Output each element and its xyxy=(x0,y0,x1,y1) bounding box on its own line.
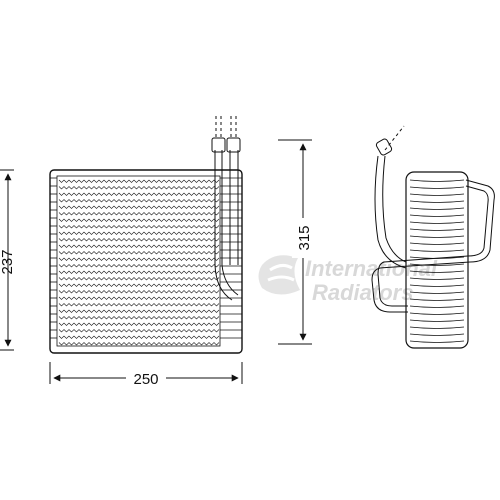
side-fin xyxy=(409,312,465,315)
fin-row xyxy=(58,290,220,294)
watermark-line-2: Radiators xyxy=(312,280,413,305)
side-fin xyxy=(409,291,465,294)
side-fin xyxy=(409,235,465,238)
fin-row xyxy=(58,335,220,339)
dimension-height-total-label: 315 xyxy=(296,225,313,250)
side-fin xyxy=(409,214,465,217)
fin-row xyxy=(58,296,220,300)
fin-row xyxy=(58,264,220,268)
side-fin xyxy=(409,340,465,343)
fin-row xyxy=(58,218,220,222)
fin-row xyxy=(58,316,220,320)
fin-row xyxy=(58,199,220,203)
fin-row xyxy=(58,205,220,209)
side-fin xyxy=(409,305,465,308)
side-fin xyxy=(409,277,465,280)
core-outline xyxy=(49,169,243,354)
dimension-height-left-label: 237 xyxy=(0,249,16,274)
side-view xyxy=(371,125,495,349)
side-fin xyxy=(409,326,465,329)
fin-row xyxy=(58,225,220,229)
inlet-pipes xyxy=(211,116,241,301)
fin-row xyxy=(58,277,220,281)
fin-row xyxy=(58,303,220,307)
side-pipes xyxy=(371,125,495,313)
front-view xyxy=(49,116,243,354)
core-fins xyxy=(58,179,220,346)
side-fin xyxy=(409,228,465,231)
side-fin xyxy=(409,249,465,252)
watermark-logo-icon xyxy=(258,255,300,295)
side-fin xyxy=(409,319,465,322)
side-fin xyxy=(409,221,465,224)
side-fin xyxy=(409,263,465,266)
side-core-fins xyxy=(409,179,465,343)
fin-row xyxy=(58,322,220,326)
fin-row xyxy=(58,257,220,261)
fin-row xyxy=(58,192,220,196)
fin-row xyxy=(58,238,220,242)
dimension-left xyxy=(0,169,14,351)
fin-row xyxy=(58,251,220,255)
fin-row xyxy=(58,329,220,333)
fin-row xyxy=(58,309,220,313)
side-fin xyxy=(409,333,465,336)
fin-row xyxy=(58,186,220,190)
side-fin xyxy=(409,179,465,182)
fin-row xyxy=(58,270,220,274)
core-inner xyxy=(56,175,221,347)
fin-row xyxy=(58,179,220,183)
fin-row xyxy=(58,212,220,216)
side-fin xyxy=(409,298,465,301)
watermark: International Radiators xyxy=(258,255,438,305)
fin-row xyxy=(58,283,220,287)
side-fin xyxy=(409,200,465,203)
fin-row xyxy=(58,231,220,235)
side-fin xyxy=(409,193,465,196)
fin-row xyxy=(58,244,220,248)
side-fin xyxy=(409,270,465,273)
side-fin xyxy=(409,284,465,287)
side-fin xyxy=(409,207,465,210)
fin-row xyxy=(58,342,220,346)
dimension-width-bottom-label: 250 xyxy=(133,371,158,388)
side-fin xyxy=(409,242,465,245)
side-fin xyxy=(409,186,465,189)
